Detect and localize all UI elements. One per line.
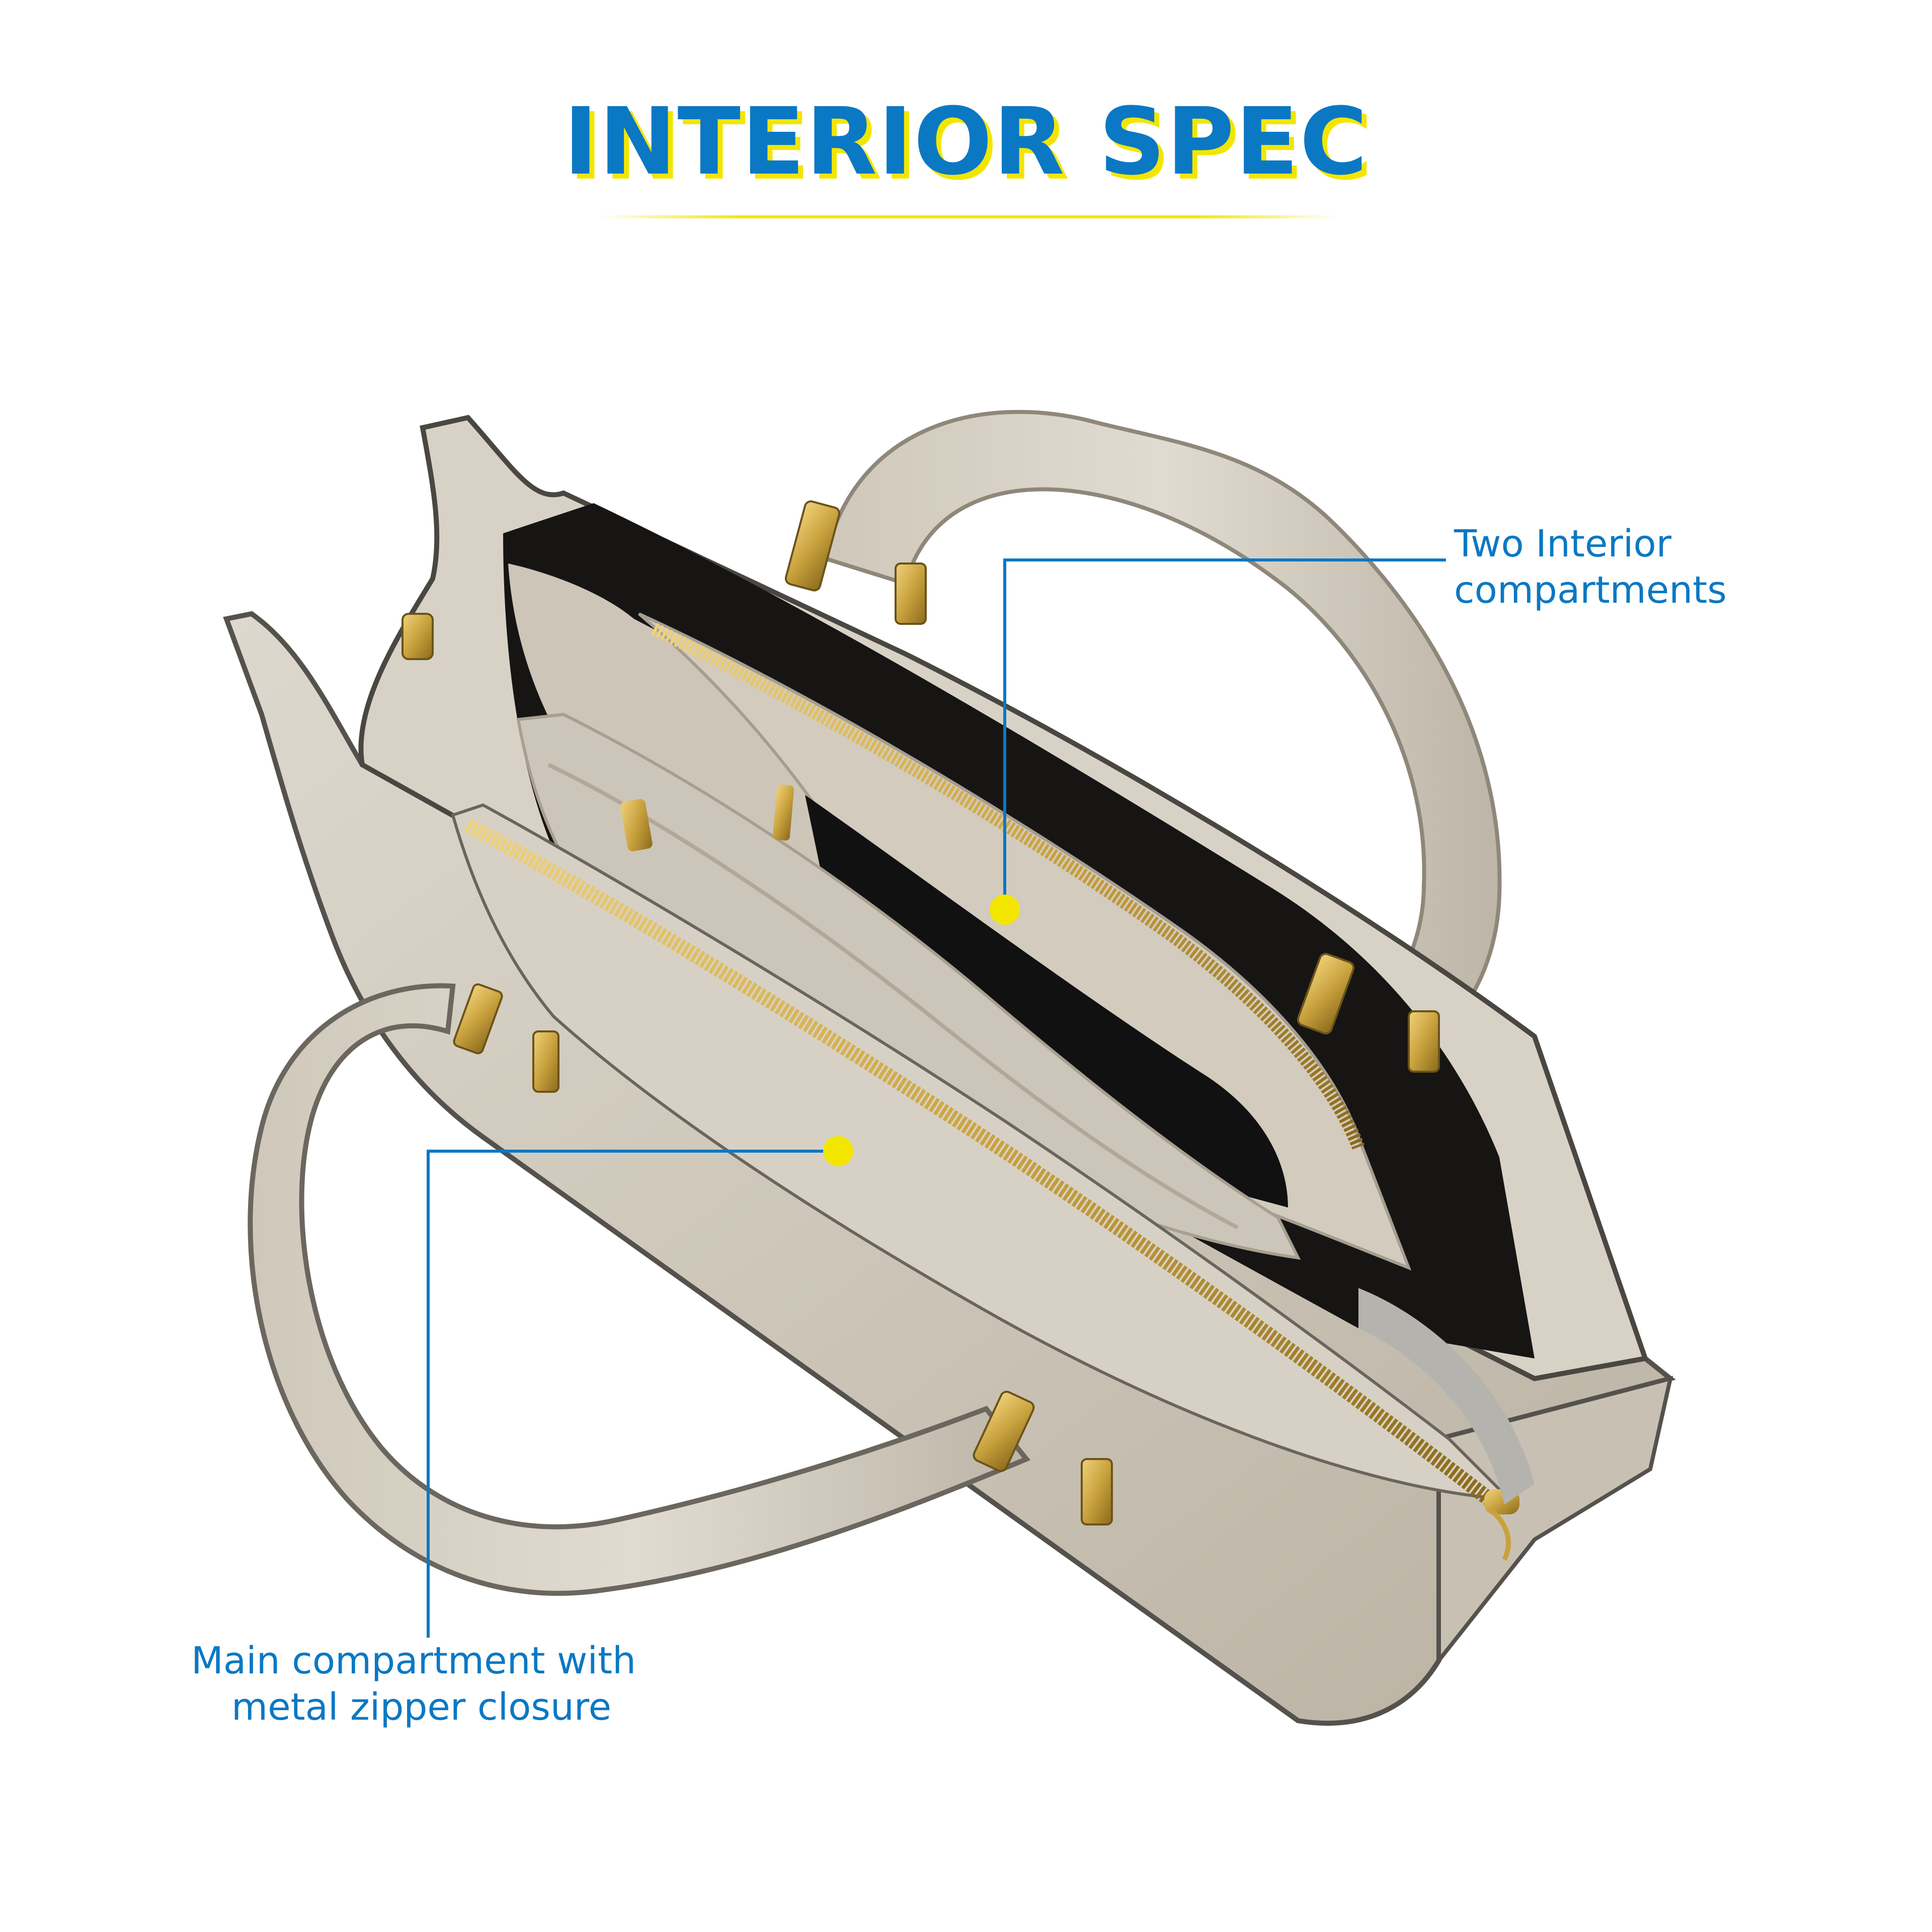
title-underline [599,215,1338,218]
callout-dot-top [990,895,1020,925]
page-title: INTERIOR SPEC [563,88,1369,196]
callout-line-horizontal-bottom [427,1150,838,1153]
callout-label-main-compartment: Main compartment with metal zipper closu… [191,1638,636,1730]
callout-label-two-compartments-line1: Two Interior [1454,522,1672,566]
callout-line-horizontal-top [1003,558,1446,561]
callout-label-main-compartment-line2: metal zipper closure [231,1685,612,1729]
callout-dot-bottom [823,1136,853,1166]
callout-label-two-compartments-line2: compartments [1454,569,1727,612]
front-handle [248,983,1031,1596]
callout-line-vertical-top [1003,558,1006,910]
callout-line-vertical-bottom [427,1150,430,1638]
callout-label-main-compartment-line1: Main compartment with [191,1639,636,1682]
callout-label-two-compartments: Two Interior compartments [1454,521,1727,613]
